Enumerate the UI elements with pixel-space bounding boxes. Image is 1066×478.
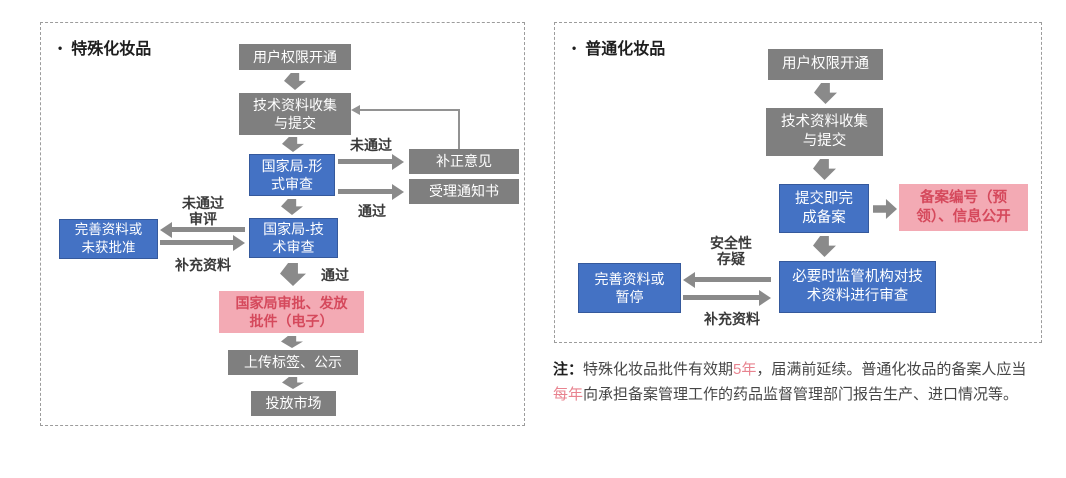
label-safety-doubt: 安全性 存疑 bbox=[710, 235, 752, 268]
node-user-permission: 用户权限开通 bbox=[239, 44, 351, 70]
panel-special-cosmetics: • 特殊化妆品 用户权限开通 技术资料收集 与提交 国家局-形 式审查 国家局-… bbox=[40, 22, 525, 426]
down-arrow-icon bbox=[281, 336, 303, 348]
node-regulator-review: 必要时监管机构对技 术资料进行审查 bbox=[779, 261, 936, 313]
down-arrow-icon bbox=[282, 377, 304, 389]
footnote-line-1: 注：特殊化妆品批件有效期5年，届满前延续。普通化妆品的备案人应当 bbox=[553, 357, 1026, 382]
node-submit-filing: 提交即完 成备案 bbox=[779, 184, 869, 233]
left-arrow-icon bbox=[160, 221, 245, 238]
node-tech-data-collection: 技术资料收集 与提交 bbox=[239, 93, 351, 135]
down-arrow-icon bbox=[813, 236, 836, 257]
footnote-highlight-5years: 5年 bbox=[733, 361, 757, 378]
panel-title-text: 特殊化妆品 bbox=[71, 41, 152, 58]
loopback-line bbox=[458, 109, 460, 149]
node-filing-number-publicity: 备案编号（预 领）、信息公开 bbox=[899, 184, 1028, 231]
right-arrow-icon bbox=[338, 153, 404, 170]
node-tech-data-collection: 技术资料收集 与提交 bbox=[766, 108, 883, 156]
node-improve-or-rejected: 完善资料或 未获批准 bbox=[59, 219, 158, 259]
right-arrow-icon bbox=[683, 289, 771, 306]
footnote-prefix: 注： bbox=[553, 361, 584, 378]
footnote-line-2: 每年向承担备案管理工作的药品监督管理部门报告生产、进口情况等。 bbox=[553, 382, 1026, 407]
node-formal-review: 国家局-形 式审查 bbox=[249, 154, 335, 196]
panel-title-text: 普通化妆品 bbox=[585, 41, 666, 58]
label-supplement-data: 补充资料 bbox=[704, 311, 760, 327]
node-approval-certificate: 国家局审批、发放 批件（电子） bbox=[219, 291, 364, 333]
right-arrow-icon bbox=[160, 234, 245, 251]
footnote-text: 特殊化妆品批件有效期 bbox=[583, 361, 734, 378]
right-block-arrow-icon bbox=[873, 199, 897, 219]
down-arrow-icon bbox=[814, 83, 837, 104]
node-technical-review: 国家局-技 术审查 bbox=[249, 218, 338, 258]
footnote: 注：特殊化妆品批件有效期5年，届满前延续。普通化妆品的备案人应当 每年向承担备案… bbox=[553, 357, 1026, 407]
down-arrow-icon bbox=[284, 73, 306, 90]
label-passed: 通过 bbox=[358, 203, 386, 219]
right-arrow-icon bbox=[338, 183, 404, 200]
footnote-text: ，届满前延续。普通化妆品的备案人应当 bbox=[756, 361, 1027, 378]
panel-title-ordinary: • 普通化妆品 bbox=[572, 35, 665, 59]
node-correction-opinion: 补正意见 bbox=[409, 149, 519, 174]
footnote-highlight-annually: 每年 bbox=[553, 386, 584, 403]
bullet-icon: • bbox=[58, 41, 63, 55]
down-arrow-icon bbox=[813, 159, 836, 180]
node-upload-label-publicity: 上传标签、公示 bbox=[228, 350, 358, 375]
left-arrow-icon bbox=[683, 271, 771, 288]
node-acceptance-notice: 受理通知书 bbox=[409, 179, 519, 204]
label-passed-final: 通过 bbox=[321, 267, 349, 283]
down-arrow-icon bbox=[281, 199, 303, 215]
panel-title-special: • 特殊化妆品 bbox=[58, 35, 151, 59]
node-user-permission: 用户权限开通 bbox=[768, 49, 883, 80]
loopback-line bbox=[359, 109, 460, 111]
down-arrow-icon bbox=[280, 263, 306, 286]
label-supplement-data: 补充资料 bbox=[175, 257, 231, 273]
label-not-passed: 未通过 bbox=[350, 137, 392, 153]
left-arrowhead-icon bbox=[351, 105, 360, 115]
bullet-icon: • bbox=[572, 41, 577, 55]
node-market-launch: 投放市场 bbox=[251, 391, 336, 416]
label-not-passed-review: 未通过 审评 bbox=[182, 195, 224, 228]
panel-ordinary-cosmetics: • 普通化妆品 用户权限开通 技术资料收集 与提交 提交即完 成备案 备案编号（… bbox=[554, 22, 1042, 343]
node-improve-or-pause: 完善资料或 暂停 bbox=[578, 263, 681, 313]
footnote-text: 向承担备案管理工作的药品监督管理部门报告生产、进口情况等。 bbox=[583, 386, 1019, 403]
down-arrow-icon bbox=[282, 137, 304, 152]
